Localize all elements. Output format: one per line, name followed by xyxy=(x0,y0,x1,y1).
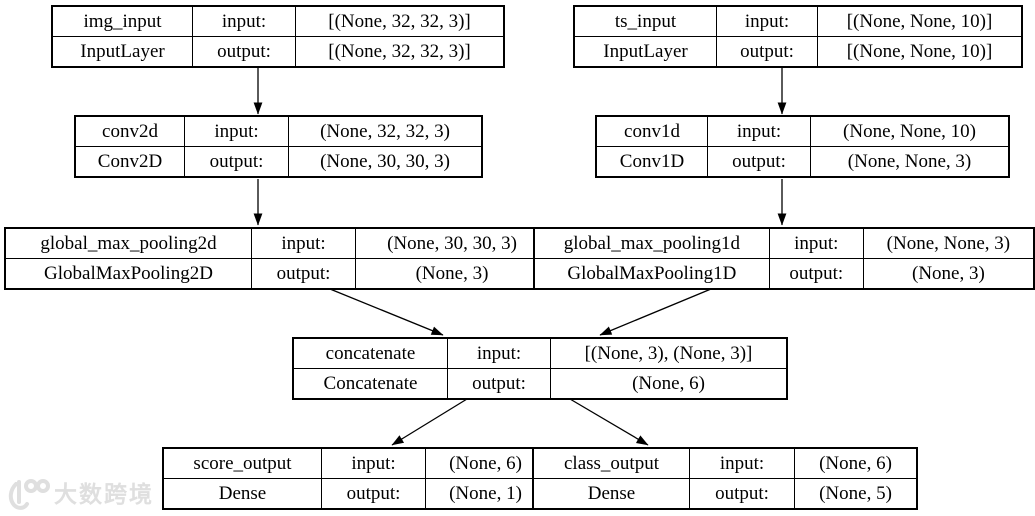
output-label: output: xyxy=(707,146,811,177)
output-label: output: xyxy=(689,478,795,509)
brand-logo-icon xyxy=(8,479,50,510)
output-label: output: xyxy=(447,368,551,399)
input-label: input: xyxy=(707,116,811,147)
output-label: output: xyxy=(321,478,426,509)
layer-name: class_output xyxy=(533,448,690,479)
node-score-output: score_output input: (None, 6) Dense outp… xyxy=(162,447,547,510)
output-shape: (None, 3) xyxy=(862,258,1035,289)
layer-type: Dense xyxy=(533,478,690,509)
output-label: output: xyxy=(768,258,864,289)
layer-type: Dense xyxy=(163,478,322,509)
node-img-input: img_input input: [(None, 32, 32, 3)] Inp… xyxy=(51,5,505,68)
input-label: input: xyxy=(321,448,426,479)
watermark-text: 大数跨境 xyxy=(54,481,154,508)
node-global-max-pooling1d: global_max_pooling1d input: (None, None,… xyxy=(533,227,1035,290)
input-shape: (None, 32, 32, 3) xyxy=(288,116,482,147)
edge-concatenate-class-output xyxy=(569,398,649,446)
layer-name: concatenate xyxy=(293,338,448,369)
output-shape: (None, 30, 30, 3) xyxy=(288,146,482,177)
output-shape: [(None, None, 10)] xyxy=(817,36,1022,67)
output-shape: (None, None, 3) xyxy=(810,146,1009,177)
output-label: output: xyxy=(716,36,818,67)
input-shape: (None, 6) xyxy=(425,448,546,479)
edge-concatenate-score-output xyxy=(391,398,468,446)
output-label: output: xyxy=(192,36,296,67)
layer-name: img_input xyxy=(52,6,193,37)
node-class-output: class_output input: (None, 6) Dense outp… xyxy=(532,447,918,510)
node-concatenate: concatenate input: [(None, 3), (None, 3)… xyxy=(292,337,788,400)
input-label: input: xyxy=(768,228,864,259)
input-shape: (None, None, 10) xyxy=(810,116,1009,147)
layer-type: Conv1D xyxy=(596,146,708,177)
watermark: 大数跨境 xyxy=(6,477,154,513)
layer-type: Concatenate xyxy=(293,368,448,399)
input-shape: [(None, 3), (None, 3)] xyxy=(550,338,787,369)
input-label: input: xyxy=(192,6,296,37)
output-shape: [(None, 32, 32, 3)] xyxy=(295,36,504,67)
layer-name: global_max_pooling1d xyxy=(534,228,770,259)
input-label: input: xyxy=(184,116,289,147)
output-shape: (None, 3) xyxy=(355,258,549,289)
layer-name: score_output xyxy=(163,448,322,479)
input-shape: (None, None, 3) xyxy=(862,228,1035,259)
edge-gmp2d-concatenate xyxy=(329,288,444,336)
input-label: input: xyxy=(689,448,795,479)
input-shape: (None, 30, 30, 3) xyxy=(355,228,549,259)
node-global-max-pooling2d: global_max_pooling2d input: (None, 30, 3… xyxy=(4,227,550,290)
output-shape: (None, 1) xyxy=(425,478,546,509)
node-ts-input: ts_input input: [(None, None, 10)] Input… xyxy=(573,5,1023,68)
layer-type: InputLayer xyxy=(52,36,193,67)
input-label: input: xyxy=(447,338,551,369)
layer-name: conv2d xyxy=(75,116,185,147)
input-shape: [(None, None, 10)] xyxy=(817,6,1022,37)
layer-type: GlobalMaxPooling1D xyxy=(534,258,770,289)
layer-type: Conv2D xyxy=(75,146,185,177)
node-conv2d: conv2d input: (None, 32, 32, 3) Conv2D o… xyxy=(74,115,483,178)
layer-name: conv1d xyxy=(596,116,708,147)
output-shape: (None, 5) xyxy=(794,478,917,509)
input-label: input: xyxy=(716,6,818,37)
node-conv1d: conv1d input: (None, None, 10) Conv1D ou… xyxy=(595,115,1010,178)
layer-name: ts_input xyxy=(574,6,717,37)
output-label: output: xyxy=(184,146,289,177)
layer-name: global_max_pooling2d xyxy=(5,228,252,259)
edge-gmp1d-concatenate xyxy=(599,288,712,336)
layer-type: GlobalMaxPooling2D xyxy=(5,258,252,289)
input-shape: [(None, 32, 32, 3)] xyxy=(295,6,504,37)
output-label: output: xyxy=(251,258,356,289)
input-shape: (None, 6) xyxy=(794,448,917,479)
input-label: input: xyxy=(251,228,356,259)
layer-type: InputLayer xyxy=(574,36,717,67)
output-shape: (None, 6) xyxy=(550,368,787,399)
